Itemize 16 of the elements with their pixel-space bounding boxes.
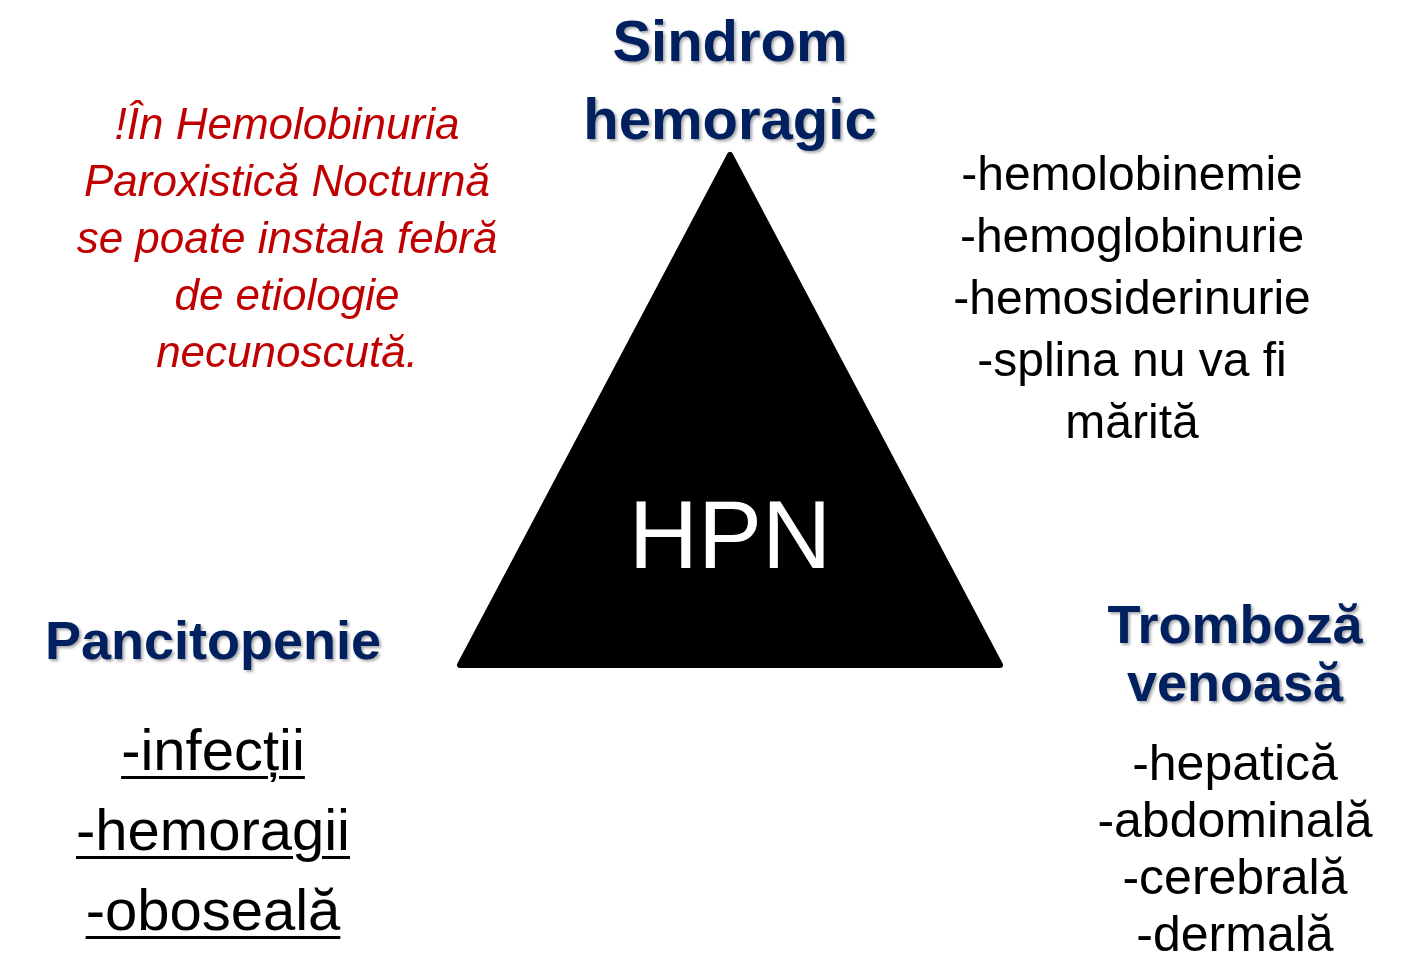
list-item: -hemolobinemie [960, 146, 1304, 202]
list-item: -hemosiderinurie [952, 270, 1312, 326]
note-text: !În Hemolobinuria Paroxistică Nocturnă se poate instala febră de etiologie necunoscută. [75, 98, 499, 378]
list-item: -abdominală [1096, 792, 1374, 849]
list-item: -cerebrală [1121, 849, 1349, 906]
heading: Tromboză venoasă [1106, 595, 1364, 711]
list-item: -infecții [120, 716, 306, 784]
list-item: -splina nu va fi mărită [976, 332, 1288, 450]
center-label: HPN [627, 485, 833, 585]
heading: Pancitopenie [43, 609, 383, 672]
heading: Sindrom hemoragic [582, 7, 878, 153]
list-item: -hepatică [1131, 735, 1339, 792]
list-item: -oboseală [84, 876, 342, 944]
list-item: -hemoglobinurie [958, 208, 1306, 264]
list-item: -dermală [1135, 906, 1335, 963]
list-item: -hemoragii [75, 796, 351, 864]
